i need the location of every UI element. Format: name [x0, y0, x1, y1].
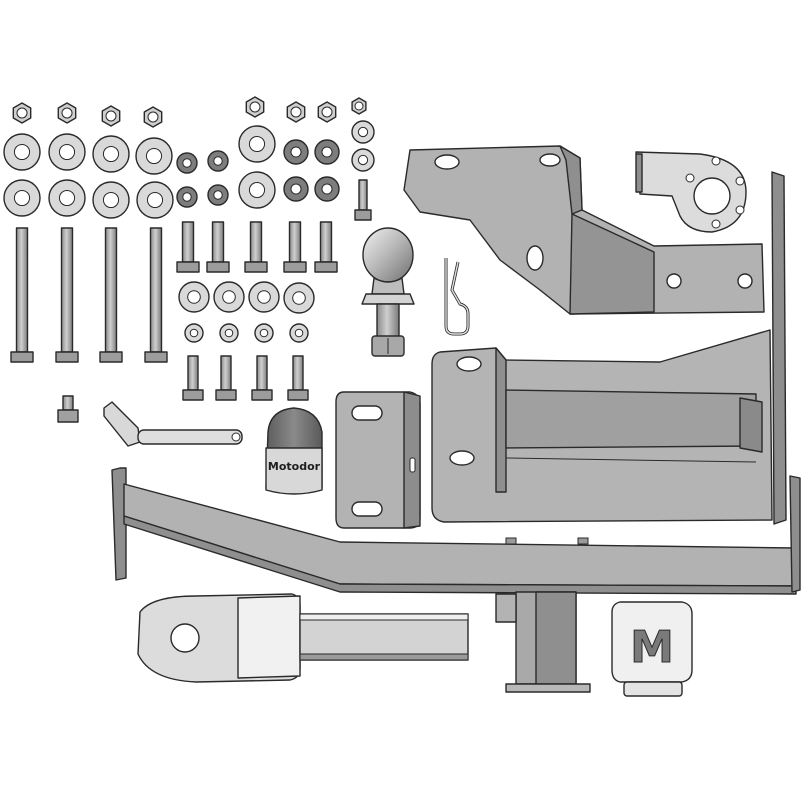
flat-washer	[92, 181, 130, 219]
bolt	[354, 179, 372, 221]
hex-nut	[101, 105, 121, 127]
hex-nut	[245, 96, 265, 118]
bolt	[99, 227, 123, 363]
flat-washer	[219, 323, 239, 343]
hex-nut	[12, 102, 32, 124]
spring-washer	[207, 150, 229, 172]
hex-nut	[143, 106, 163, 128]
flat-washer	[184, 323, 204, 343]
bolt	[182, 355, 204, 401]
hex-nut	[317, 101, 337, 123]
spring-washer	[176, 186, 198, 208]
hex-nut	[286, 101, 306, 123]
flat-washer	[48, 179, 86, 217]
ball-mount-bar	[137, 593, 469, 683]
flat-washer	[283, 282, 315, 314]
receiver-tube	[495, 591, 591, 693]
right-side-plate	[771, 171, 787, 525]
flat-washers-group	[3, 120, 375, 219]
main-cross-beam	[111, 467, 801, 595]
flat-washer	[351, 148, 375, 172]
bolt	[215, 355, 237, 401]
flat-washer	[254, 323, 274, 343]
flat-washer	[3, 179, 41, 217]
flat-washer	[3, 133, 41, 171]
flat-washer	[213, 281, 245, 313]
ball-cover-cap: Motodor	[265, 407, 323, 495]
bolt	[176, 221, 200, 273]
middle-washers-group	[178, 281, 315, 343]
spring-washer	[314, 176, 340, 202]
long-bolts-group	[10, 227, 168, 363]
bolt	[10, 227, 34, 363]
bolt	[314, 221, 338, 273]
flat-washer	[135, 137, 173, 175]
hex-nut	[57, 102, 77, 124]
bolt	[251, 355, 273, 401]
bolt	[144, 227, 168, 363]
bolt	[287, 355, 309, 401]
small-slotted-plate	[335, 391, 421, 529]
socket-mounting-plate	[635, 151, 747, 233]
tow-ball	[361, 227, 415, 357]
spring-washer	[207, 184, 229, 206]
short-bolts-group	[176, 179, 372, 401]
spring-washer	[176, 152, 198, 174]
lower-mounting-bracket	[431, 329, 773, 523]
flat-washer	[92, 135, 130, 173]
flat-washer	[289, 323, 309, 343]
bolt	[283, 221, 307, 273]
small-bolt	[57, 395, 79, 423]
cap-logo-text: Motodor	[268, 460, 321, 473]
flat-washer	[248, 281, 280, 313]
module-logo-letter: M	[630, 622, 674, 673]
spring-washer	[283, 176, 309, 202]
flat-washer	[238, 171, 276, 209]
flat-washer	[351, 120, 375, 144]
flat-washer	[238, 125, 276, 163]
r-clip-pin	[444, 258, 470, 336]
bolt	[55, 227, 79, 363]
hex-nut	[351, 97, 367, 115]
flat-washer	[48, 133, 86, 171]
flat-washer	[178, 281, 210, 313]
spring-washer	[314, 139, 340, 165]
electrical-module: M	[611, 601, 693, 697]
spring-washer	[283, 139, 309, 165]
hex-nuts-group	[12, 96, 367, 128]
bolt	[244, 221, 268, 273]
bolt	[206, 221, 230, 273]
locking-pin	[103, 401, 243, 447]
flat-washer	[136, 181, 174, 219]
upper-mounting-bracket	[403, 145, 765, 315]
